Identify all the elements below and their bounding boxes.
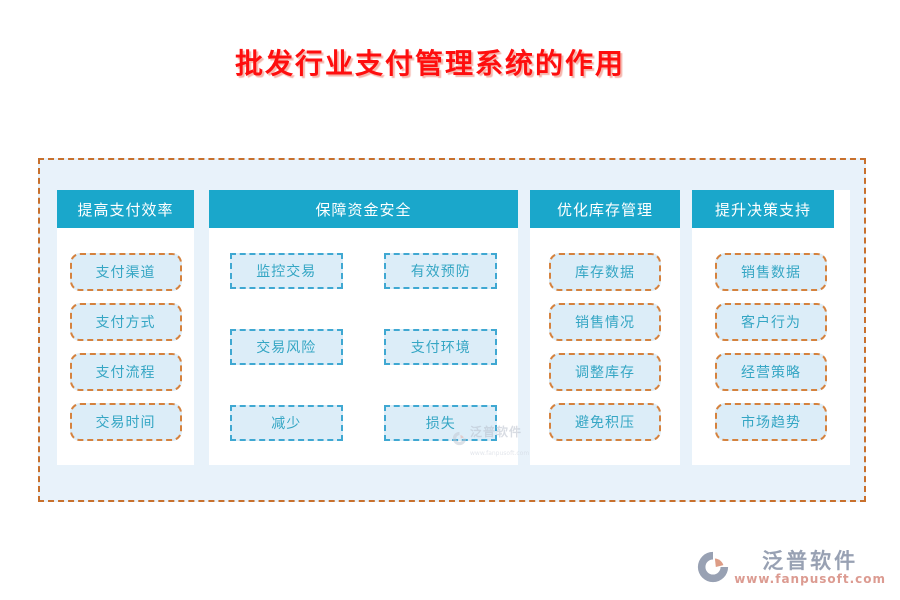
- diagram-node: 交易风险: [229, 329, 343, 365]
- diagram-node: 支付流程: [69, 353, 182, 391]
- diagram-node: 客户行为: [715, 303, 827, 341]
- page-title: 批发行业支付管理系统的作用: [234, 47, 625, 80]
- diagram-node: 库存数据: [549, 253, 661, 291]
- column-header: 提升决策支持: [692, 190, 834, 228]
- column-payment-efficiency: 提高支付效率 支付渠道 支付方式 支付流程 交易时间: [57, 190, 194, 465]
- diagram-node: 损失: [384, 405, 498, 441]
- column-header: 保障资金安全: [209, 190, 518, 228]
- diagram-node: 支付环境: [384, 329, 498, 365]
- diagram-node: 支付渠道: [69, 253, 182, 291]
- column-inventory-management: 优化库存管理 库存数据 销售情况 调整库存 避免积压: [530, 190, 680, 465]
- watermark-subtext: www.fanpusoft.com: [470, 450, 530, 457]
- diagram-container: 提高支付效率 支付渠道 支付方式 支付流程 交易时间 保障资金安全 监控交易 有…: [38, 158, 866, 502]
- column-items: 库存数据 销售情况 调整库存 避免积压: [530, 228, 680, 441]
- diagram-node: 监控交易: [229, 253, 343, 289]
- diagram-node: 交易时间: [69, 403, 182, 441]
- column-items: 监控交易 有效预防 交易风险 支付环境 减少 损失: [209, 228, 518, 441]
- diagram-node: 销售情况: [549, 303, 661, 341]
- diagram-node: 市场趋势: [715, 403, 827, 441]
- diagram-node: 避免积压: [549, 403, 661, 441]
- column-header: 提高支付效率: [57, 190, 194, 228]
- logo-url: www.fanpusoft.com: [734, 572, 886, 587]
- column-decision-support: 提升决策支持 销售数据 客户行为 经营策略 市场趋势: [692, 190, 850, 465]
- column-items: 销售数据 客户行为 经营策略 市场趋势: [692, 228, 850, 441]
- diagram-node: 销售数据: [715, 253, 827, 291]
- diagram-node: 有效预防: [384, 253, 498, 289]
- diagram-node: 减少: [229, 405, 343, 441]
- column-items: 支付渠道 支付方式 支付流程 交易时间: [57, 228, 194, 441]
- fanpu-logo: 泛普软件 www.fanpusoft.com: [696, 549, 886, 588]
- diagram-node: 调整库存: [549, 353, 661, 391]
- diagram-node: 经营策略: [715, 353, 827, 391]
- logo-name: 泛普软件: [762, 549, 859, 573]
- column-fund-security: 保障资金安全 监控交易 有效预防 交易风险 支付环境 减少 损失: [209, 190, 518, 465]
- watermark: 泛普软件 www.fanpusoft.com: [452, 421, 529, 459]
- watermark-text: 泛普软件: [470, 425, 523, 439]
- fanpu-logo-icon: [452, 431, 467, 450]
- diagram-node: 支付方式: [69, 303, 182, 341]
- column-header: 优化库存管理: [530, 190, 680, 228]
- fanpu-logo-icon: [696, 550, 730, 588]
